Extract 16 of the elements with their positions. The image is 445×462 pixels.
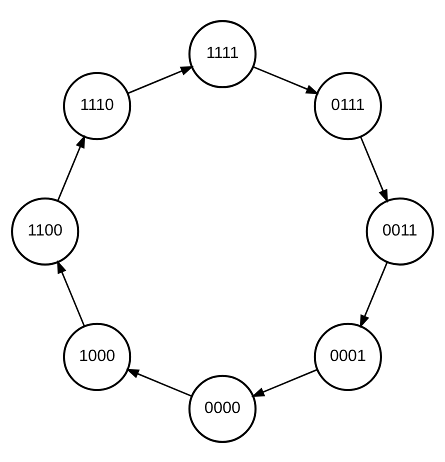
arrow (57, 260, 86, 326)
arrow (126, 368, 192, 396)
arrow (360, 261, 388, 328)
node-circle: 1111 (188, 20, 257, 88)
arrow (360, 136, 388, 202)
node-circle: 0000 (188, 374, 257, 442)
node-circle: 0001 (314, 322, 382, 390)
node-circle: 0111 (314, 72, 382, 140)
arrow (127, 66, 194, 94)
node-circle: 1100 (11, 196, 80, 266)
arrow (57, 134, 86, 201)
node-circle: 1110 (63, 72, 132, 140)
arrow (252, 66, 320, 94)
node-circle: 1000 (63, 322, 132, 390)
arrow (251, 368, 318, 396)
node-circle: 0011 (366, 196, 434, 266)
